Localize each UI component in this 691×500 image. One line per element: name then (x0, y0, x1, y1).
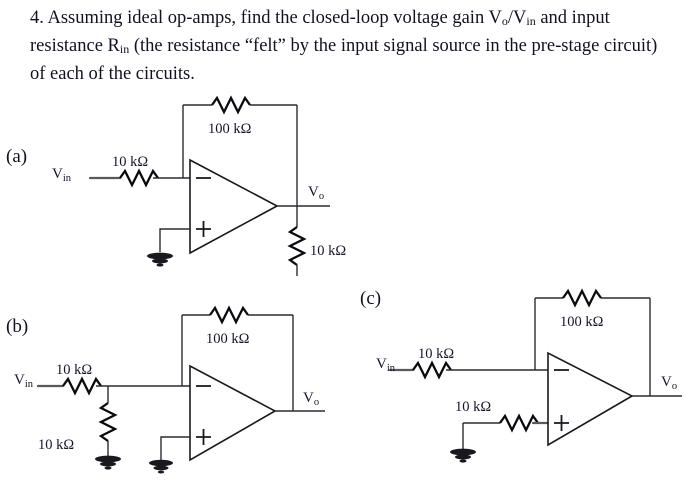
prompt-vo: V (488, 8, 502, 28)
opamp-body-c (547, 351, 634, 447)
circuit-label-b: (b) (6, 316, 29, 337)
load-resistor-symbol-a (287, 226, 307, 266)
output-node-label-a: Vo (308, 184, 324, 202)
noninverting-resistor-value-c: 10 kΩ (455, 399, 491, 415)
noninverting-resistor-symbol-c (499, 413, 539, 433)
prompt-segment-5: (the resistance “felt” by the input sign… (30, 36, 658, 85)
input-node-label-a: Vin (52, 166, 72, 184)
input-resistor-value-b: 10 kΩ (56, 362, 92, 378)
input-node-label-b: Vin (14, 372, 34, 390)
feedback-resistor-value-b: 100 kΩ (206, 331, 250, 347)
noninverting-input-sign-a (196, 221, 211, 237)
feedback-resistor-symbol-c (562, 288, 602, 308)
input-node-label-c: Vin (376, 356, 396, 374)
question-prompt: 4. Assuming ideal op-amps, find the clos… (30, 6, 670, 87)
noninverting-input-sign-b (196, 429, 211, 445)
prompt-segment-1: 4. Assuming ideal op-amps, find the clos… (30, 8, 489, 28)
feedback-resistor-symbol-b (209, 305, 249, 325)
prompt-vin-subscript: in (526, 14, 536, 29)
load-resistor-value-a: 10 kΩ (310, 243, 346, 259)
opamp-body-a (189, 158, 279, 255)
opamp-body-b (189, 364, 277, 462)
ground-symbol-b-opamp (149, 459, 173, 474)
noninverting-ground-wire-b (160, 436, 190, 460)
feedback-resistor-symbol-a (211, 95, 251, 115)
output-node-label-b: Vo (303, 390, 319, 408)
ground-symbol-a (147, 252, 173, 267)
prompt-vo-subscript: o (501, 14, 508, 29)
noninverting-input-sign-c (554, 415, 569, 431)
prompt-segment-3: /V (507, 8, 527, 28)
input-resistor-value-a: 10 kΩ (112, 154, 148, 170)
prompt-rin-subscript: in (119, 42, 130, 57)
noninverting-ground-wire-a (159, 228, 190, 252)
circuit-label-c: (c) (360, 288, 382, 309)
feedback-resistor-value-a: 100 kΩ (208, 121, 252, 137)
prompt-segment-4: and input resistance R (30, 8, 610, 57)
input-resistor-symbol-a (119, 168, 159, 188)
feedback-resistor-value-c: 100 kΩ (560, 314, 604, 330)
input-resistor-value-c: 10 kΩ (418, 346, 454, 362)
input-resistor-symbol-b (62, 376, 102, 396)
ground-symbol-c (450, 448, 476, 463)
input-resistor-symbol-c (412, 360, 452, 380)
circuit-label-a: (a) (6, 146, 28, 167)
shunt-resistor-symbol-b (98, 402, 118, 442)
output-node-label-c: Vo (661, 374, 677, 392)
ground-symbol-b-input (95, 455, 121, 470)
shunt-resistor-value-b: 10 kΩ (38, 437, 74, 453)
